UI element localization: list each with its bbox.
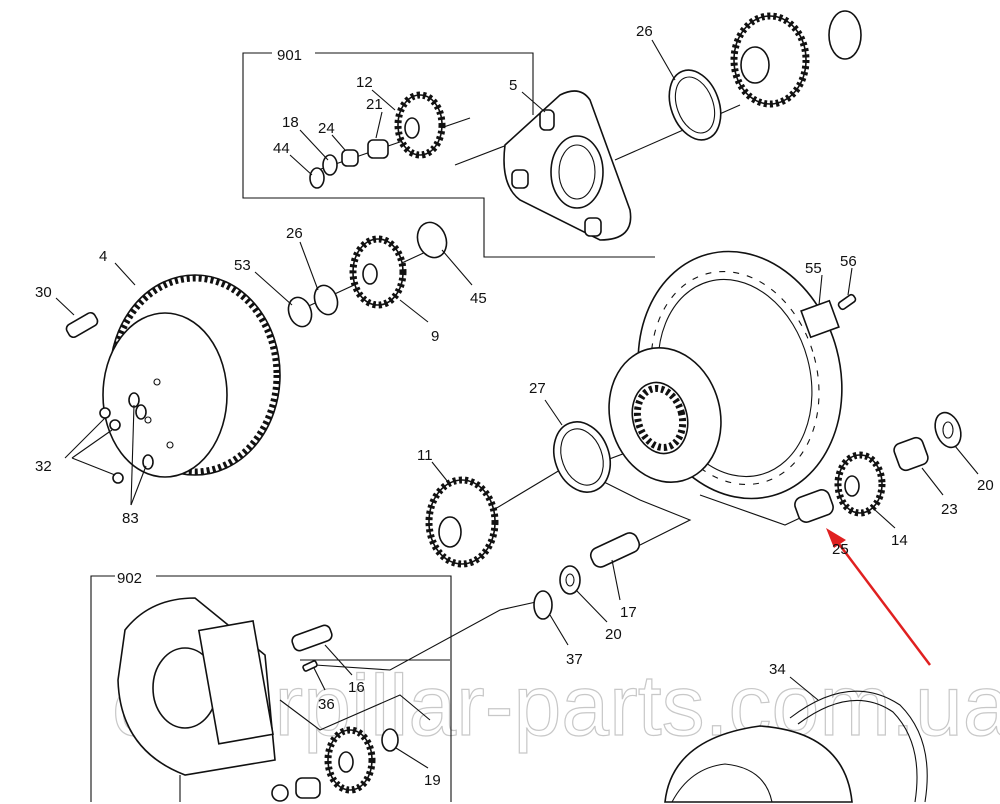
part-9-gear: [349, 235, 407, 309]
callout-56: 56: [840, 253, 857, 270]
callout-45: 45: [470, 290, 487, 307]
callout-labels: 26 12 5 21 18 24 44 26 53 45 9 4 30 55 5…: [35, 23, 994, 789]
callout-55: 55: [805, 260, 822, 277]
part-26-ring-top: [668, 69, 722, 141]
hub-housing: [608, 250, 843, 500]
callout-32: 32: [35, 458, 52, 475]
callout-21: 21: [366, 96, 383, 113]
part-83-orings: [128, 392, 154, 506]
part-24-spacer: [341, 149, 359, 167]
part-34-ring: [789, 690, 928, 803]
callout-9: 9: [431, 328, 439, 345]
part-14-gear: [834, 451, 886, 517]
callout-14: 14: [891, 532, 908, 549]
part-23-bearing: [893, 436, 929, 472]
group-label-901: 901: [277, 47, 302, 64]
part-36-pin: [302, 660, 318, 672]
part-11-gear: [425, 476, 499, 568]
part-19-ring: [381, 728, 399, 752]
part-45-ring: [416, 221, 448, 259]
part-18-washer: [322, 154, 338, 176]
callout-37: 37: [566, 651, 583, 668]
part-37-snap-ring: [533, 590, 553, 620]
callout-34: 34: [769, 661, 786, 678]
highlight-arrow-part-25: [826, 528, 931, 666]
part-25-sleeve: [794, 489, 834, 523]
part-55-plate: [800, 299, 840, 339]
callout-4: 4: [99, 248, 107, 265]
leader-lines: [55, 39, 979, 802]
callout-17: 17: [620, 604, 637, 621]
part-12-gear: [394, 91, 446, 159]
group-box-901: 901: [242, 47, 655, 258]
callout-83: 83: [122, 510, 139, 527]
callout-16: 16: [348, 679, 365, 696]
part-32-nuts: [64, 407, 124, 484]
part-27-ring: [552, 421, 612, 493]
part-20-washer-lower: [559, 565, 581, 595]
part-4-cover: [102, 274, 281, 478]
group-box-902: 902: [90, 570, 452, 802]
callout-19: 19: [424, 772, 441, 789]
gear-top-right: [730, 10, 862, 108]
part-17-pin: [589, 532, 641, 568]
callout-36: 36: [318, 696, 335, 713]
callout-5: 5: [509, 77, 517, 94]
part-44-ring: [309, 167, 325, 189]
callout-27: 27: [529, 380, 546, 397]
callout-24: 24: [318, 120, 335, 137]
callout-26: 26: [636, 23, 653, 40]
callout-20-lower: 20: [605, 626, 622, 643]
callout-18: 18: [282, 114, 299, 131]
part-56-screw: [837, 293, 857, 311]
part-26-washer: [313, 284, 339, 316]
callout-25: 25: [832, 541, 849, 558]
callout-30: 30: [35, 284, 52, 301]
callout-26-washer: 26: [286, 225, 303, 242]
part-53-washer: [287, 296, 313, 328]
gear-902: [271, 726, 376, 802]
callout-44: 44: [273, 140, 290, 157]
planet-carrier-902: [117, 597, 276, 776]
callout-23: 23: [941, 501, 958, 518]
part-30-bolt: [65, 311, 99, 339]
part-21-bearing: [367, 139, 389, 159]
part-16-pin: [291, 624, 333, 652]
callout-12: 12: [356, 74, 373, 91]
callout-20: 20: [977, 477, 994, 494]
lower-hub: [664, 725, 853, 803]
callout-11: 11: [417, 447, 433, 464]
callout-53: 53: [234, 257, 251, 274]
part-20-washer-right: [934, 411, 962, 449]
group-label-902: 902: [117, 570, 142, 587]
part-5-carrier: [503, 90, 632, 241]
